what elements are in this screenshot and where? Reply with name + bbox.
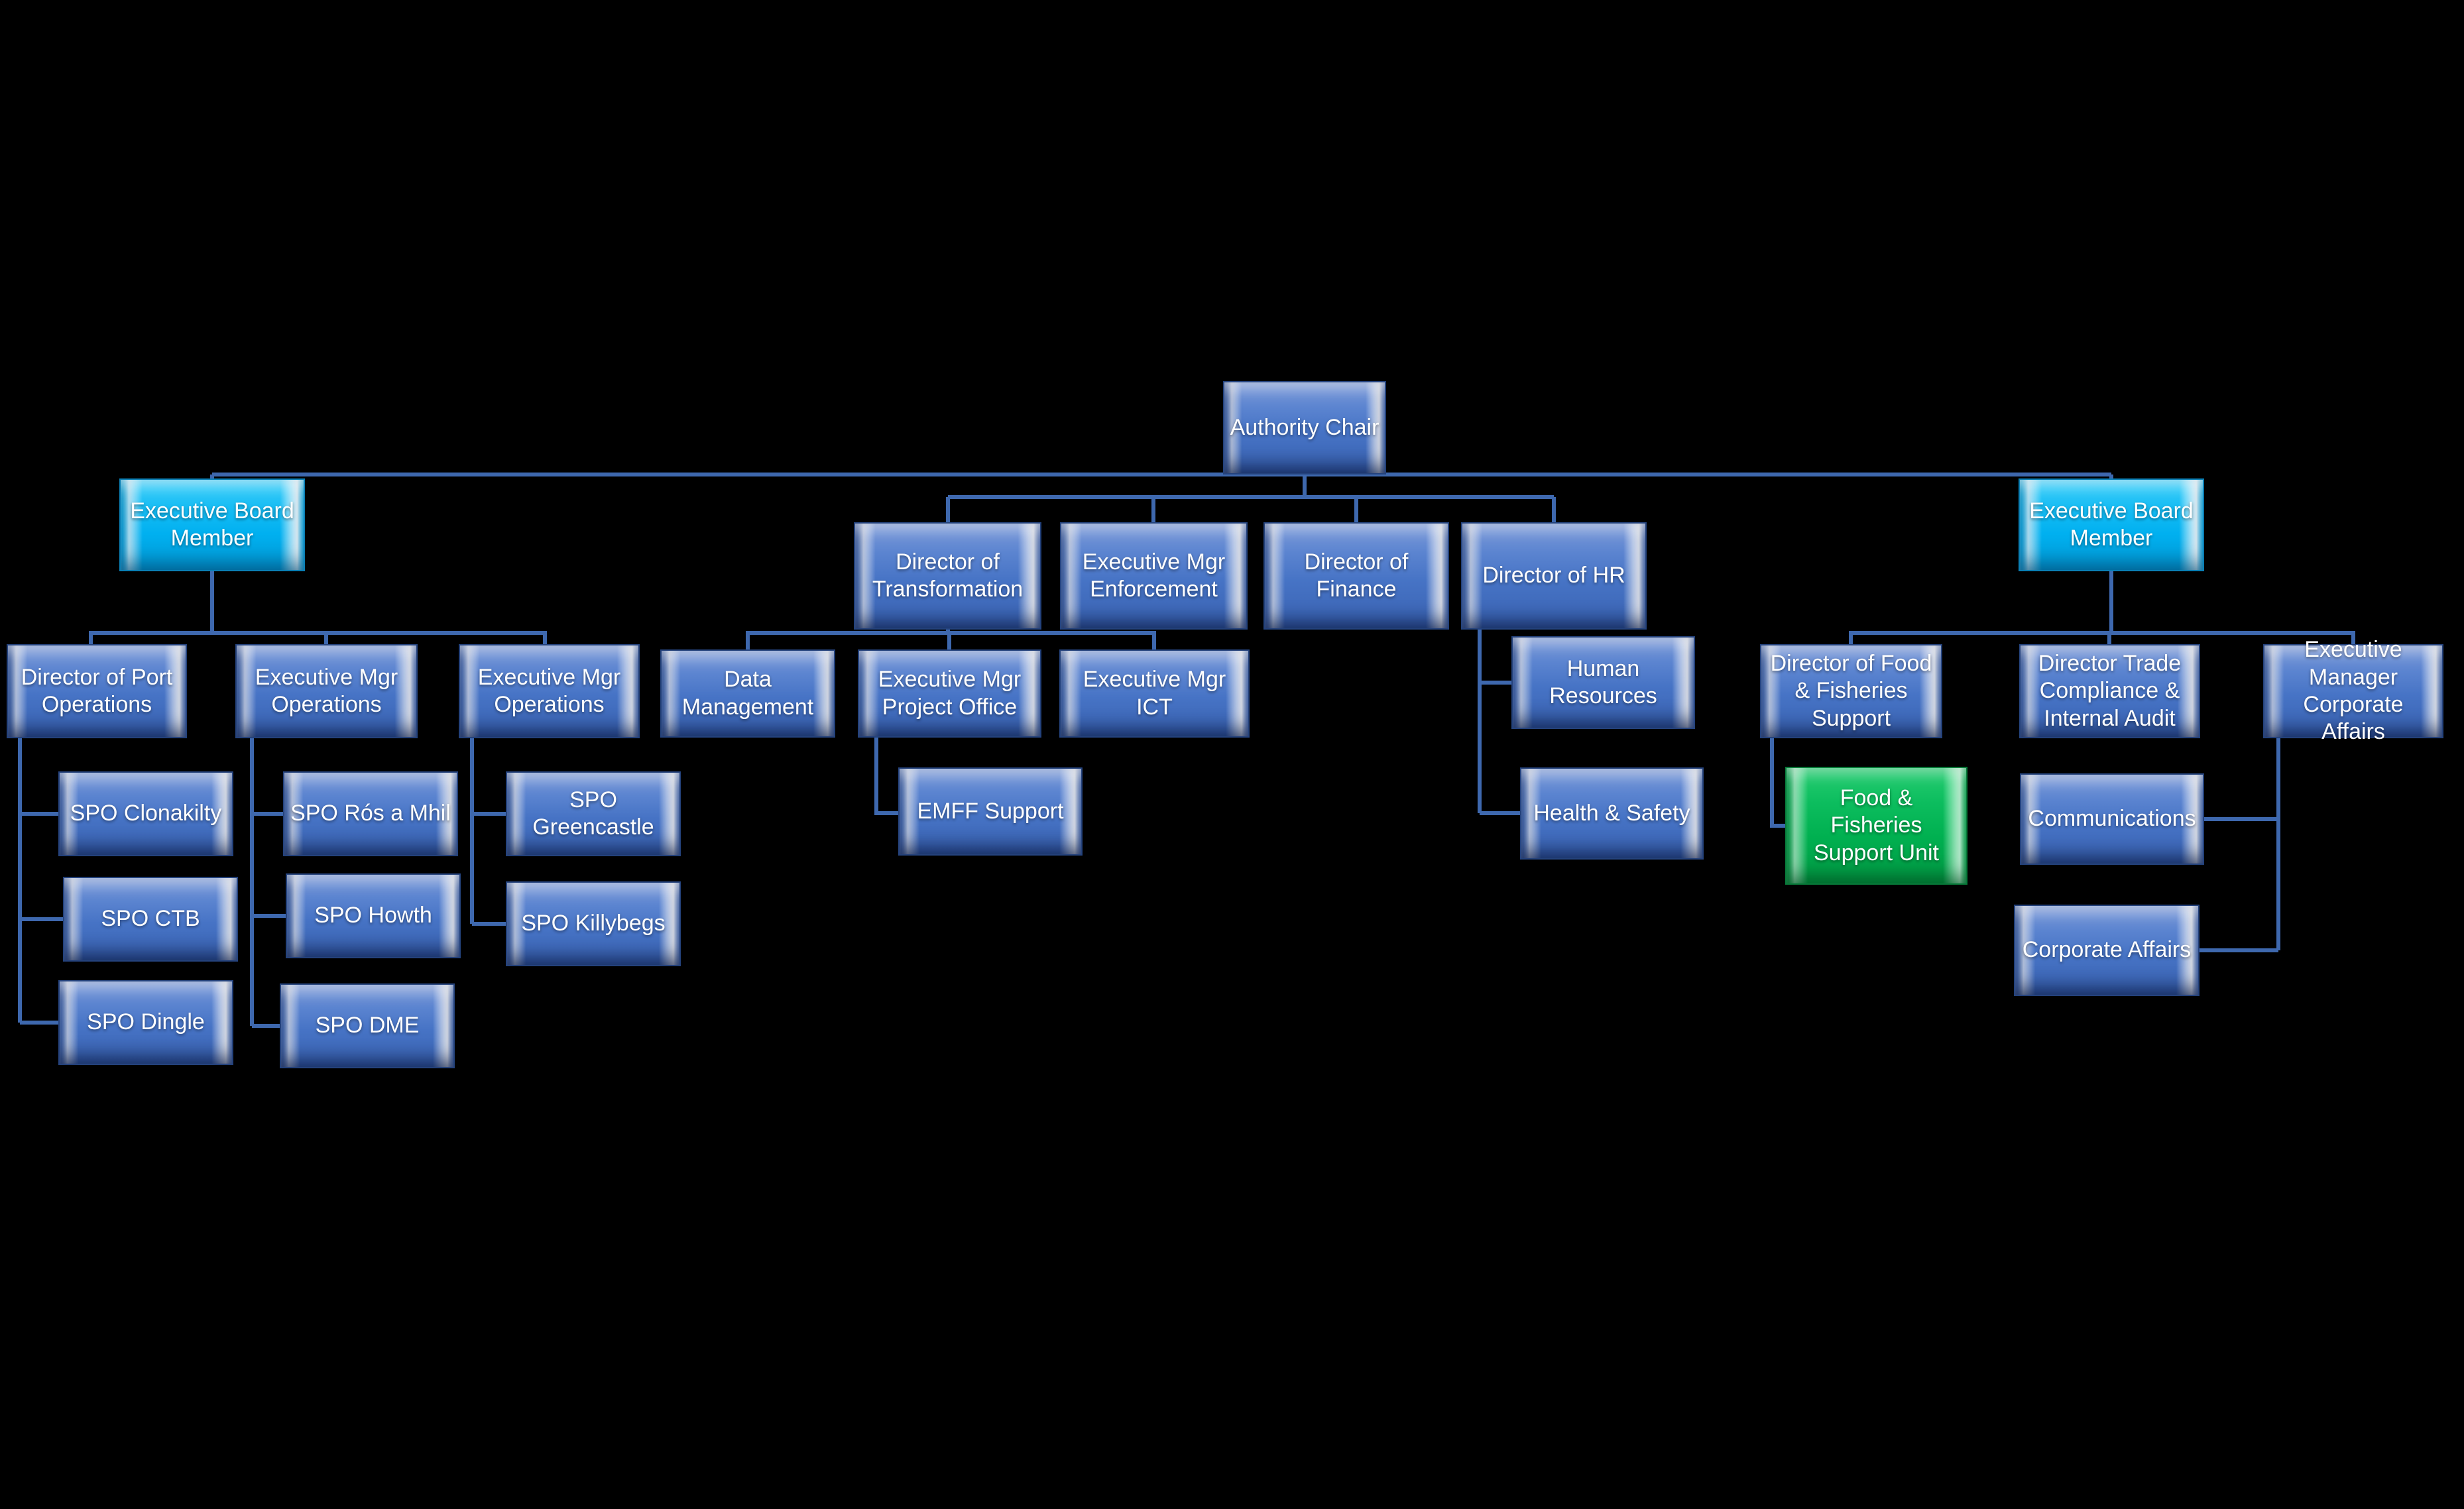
node-label: EMFF Support xyxy=(917,798,1064,824)
node-director-of-port-operations: Director of Port Operations xyxy=(7,644,187,738)
node-label: SPO Clonakilty xyxy=(70,801,222,826)
node-corporate-affairs: Corporate Affairs xyxy=(2014,905,2200,996)
node-label: Director of Port Operations xyxy=(21,664,173,717)
node-health-and-safety: Health & Safety xyxy=(1520,767,1704,860)
node-label: Director of Transformation xyxy=(872,549,1024,602)
node-label: Communications xyxy=(2028,806,2196,832)
node-director-of-transformation: Director of Transformation xyxy=(854,522,1041,630)
node-label: Food & Fisheries Support Unit xyxy=(1814,785,1939,866)
node-label: Executive Manager Corporate Affairs xyxy=(2303,637,2404,745)
node-spo-greencastle: SPO Greencastle xyxy=(506,771,681,856)
node-label: Human Resources xyxy=(1549,655,1657,708)
node-label: Director of Finance xyxy=(1304,549,1409,602)
node-label: SPO Rós a Mhil xyxy=(290,801,451,826)
node-label: Executive Board Member xyxy=(2029,498,2194,551)
node-communications: Communications xyxy=(2020,773,2204,865)
node-executive-mgr-enforcement: Executive Mgr Enforcement xyxy=(1060,522,1248,630)
node-spo-clonakilty: SPO Clonakilty xyxy=(58,771,233,856)
node-executive-mgr-ict: Executive Mgr ICT xyxy=(1059,649,1250,738)
node-label: Executive Mgr Operations xyxy=(477,664,621,717)
node-executive-board-member-right: Executive Board Member xyxy=(2019,478,2204,571)
node-label: Authority Chair xyxy=(1230,414,1379,440)
node-label: Corporate Affairs xyxy=(2022,937,2192,963)
node-label: Director of HR xyxy=(1482,563,1625,588)
node-label: Health & Safety xyxy=(1533,800,1690,826)
node-label: Executive Mgr Operations xyxy=(255,664,398,717)
node-label: SPO Howth xyxy=(314,903,432,928)
node-food-and-fisheries-support-unit: Food & Fisheries Support Unit xyxy=(1785,767,1967,885)
node-label: SPO Dingle xyxy=(87,1009,205,1035)
node-label: SPO Greencastle xyxy=(532,787,654,840)
node-human-resources: Human Resources xyxy=(1511,636,1695,729)
node-label: Executive Board Member xyxy=(130,498,294,551)
node-spo-killybegs: SPO Killybegs xyxy=(506,881,681,966)
node-executive-mgr-operations-2: Executive Mgr Operations xyxy=(459,644,640,738)
node-executive-mgr-project-office: Executive Mgr Project Office xyxy=(858,649,1041,738)
node-label: Data Management xyxy=(681,667,814,720)
node-director-of-food-and-fisheries-support: Director of Food & Fisheries Support xyxy=(1760,644,1942,738)
node-executive-manager-corporate-affairs: Executive Manager Corporate Affairs xyxy=(2263,637,2443,744)
node-data-management: Data Management xyxy=(660,649,835,738)
node-executive-mgr-operations-1: Executive Mgr Operations xyxy=(235,644,418,738)
node-emff-support: EMFF Support xyxy=(898,767,1083,856)
node-executive-board-member-left: Executive Board Member xyxy=(119,478,305,571)
node-label: SPO Killybegs xyxy=(521,911,666,936)
node-director-of-hr: Director of HR xyxy=(1461,522,1647,630)
node-label: Director of Food & Fisheries Support xyxy=(1770,650,1932,731)
node-spo-ros-a-mhil: SPO Rós a Mhil xyxy=(283,771,458,856)
node-director-of-finance: Director of Finance xyxy=(1263,522,1449,630)
node-director-trade-compliance-internal-audit: Director Trade Compliance & Internal Aud… xyxy=(2019,644,2200,738)
node-spo-ctb: SPO CTB xyxy=(63,877,238,962)
node-authority-chair: Authority Chair xyxy=(1223,381,1386,475)
node-label: Executive Mgr Project Office xyxy=(878,667,1022,720)
node-label: Director Trade Compliance & Internal Aud… xyxy=(2038,650,2182,731)
node-spo-dme: SPO DME xyxy=(280,983,455,1068)
node-label: SPO CTB xyxy=(101,906,200,932)
node-spo-dingle: SPO Dingle xyxy=(58,980,233,1065)
node-label: Executive Mgr Enforcement xyxy=(1082,549,1226,602)
node-label: Executive Mgr ICT xyxy=(1083,667,1226,720)
node-label: SPO DME xyxy=(315,1013,420,1038)
node-spo-howth: SPO Howth xyxy=(286,873,461,958)
